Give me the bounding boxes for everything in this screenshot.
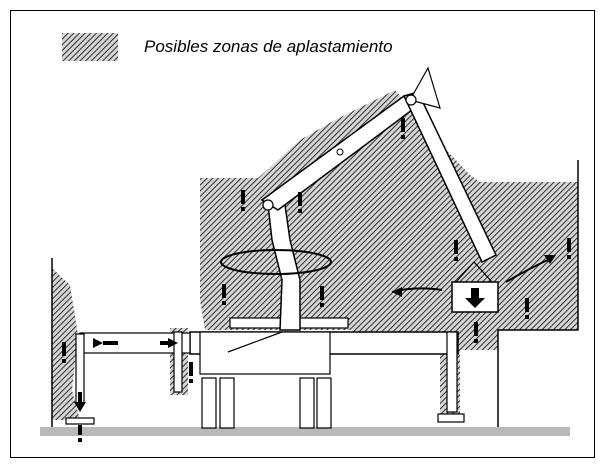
hatched-area-icon	[62, 33, 118, 61]
rotation-ellipse-icon	[220, 249, 332, 275]
boom-joint	[405, 94, 417, 106]
arrow-down-icon	[74, 392, 86, 412]
cylinder-joint	[336, 148, 344, 156]
arrow-right-icon	[160, 338, 178, 348]
legend-label: Posibles zonas de aplastamiento	[144, 37, 393, 56]
swing-arrow-right-head	[544, 255, 556, 264]
wheel-block-right-2	[316, 377, 332, 429]
right-step-wall	[497, 160, 579, 430]
wheel-block-right-1	[299, 377, 315, 429]
crush-zone-main	[200, 90, 578, 420]
column-joint	[262, 199, 274, 211]
swing-arrow-left-head	[392, 287, 402, 297]
wheel-block-left-1	[201, 377, 217, 429]
load-down-arrow-icon	[465, 288, 485, 308]
arrow-left-icon	[93, 338, 118, 348]
wheel-block-left-2	[219, 377, 235, 429]
outrigger-right-foot	[437, 413, 465, 423]
left-post	[173, 331, 183, 393]
chassis-brace	[227, 331, 283, 353]
outrigger-right-leg	[446, 331, 458, 413]
chassis-block	[199, 331, 331, 375]
exclamation-warning-icon	[62, 118, 571, 442]
outrigger-left-foot	[65, 417, 95, 425]
load-slings	[455, 261, 493, 283]
jib-tip	[409, 66, 441, 109]
legend: Posibles zonas de aplastamiento	[62, 32, 393, 62]
ground	[40, 427, 570, 436]
